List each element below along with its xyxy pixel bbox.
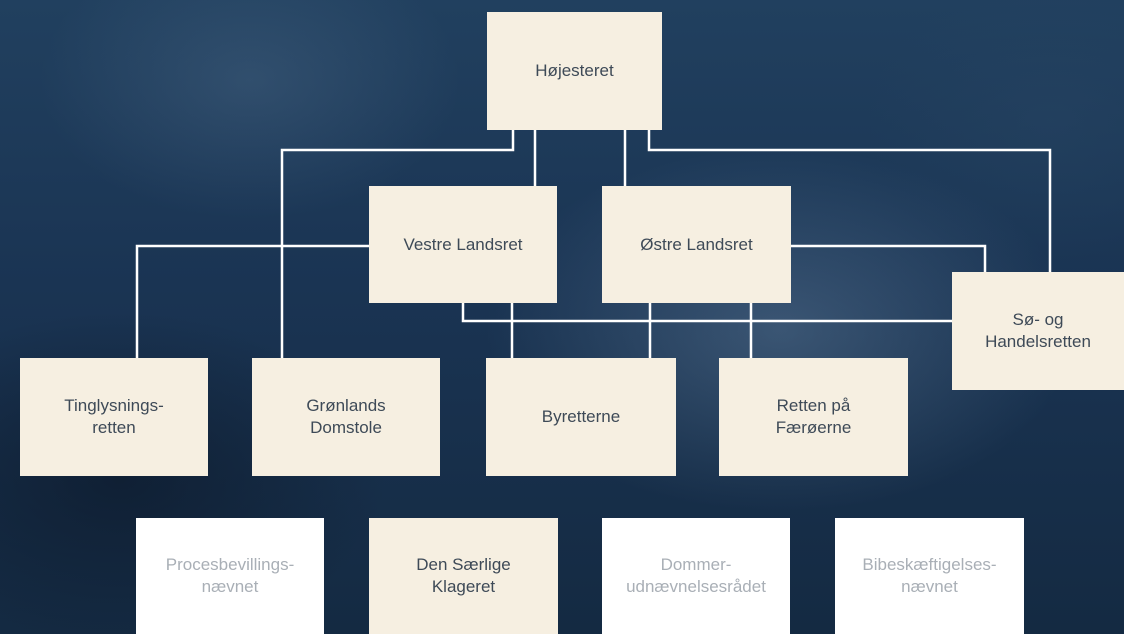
- node-gronlands-domstole: Grønlands Domstole: [252, 358, 440, 476]
- node-procesbevillingsnaevnet: Procesbevillings- nævnet: [136, 518, 324, 634]
- connector-soehandel-vestre: [461, 303, 952, 323]
- node-bibeskaeftigelsesnaevnet: Bibeskæftigelses- nævnet: [835, 518, 1024, 634]
- node-byretterne: Byretterne: [486, 358, 676, 476]
- connector-vestre-tinglysning: [135, 244, 369, 358]
- connector-hoj-soehandel: [647, 130, 1052, 272]
- node-hojesteret: Højesteret: [487, 12, 662, 130]
- node-ostre-landsret: Østre Landsret: [602, 186, 791, 303]
- node-so-og-handelsretten: Sø- og Handelsretten: [952, 272, 1124, 390]
- node-den-saerlige-klageret: Den Særlige Klageret: [369, 518, 558, 634]
- connector-ostre-soehandel: [791, 244, 987, 272]
- node-retten-pa-faeroerne: Retten på Færøerne: [719, 358, 908, 476]
- node-dommerudnaevnelsesraadet: Dommer- udnævnelsesrådet: [602, 518, 790, 634]
- node-tinglysningsretten: Tinglysnings- retten: [20, 358, 208, 476]
- connector-hoj-gronlands: [280, 130, 515, 358]
- node-vestre-landsret: Vestre Landsret: [369, 186, 557, 303]
